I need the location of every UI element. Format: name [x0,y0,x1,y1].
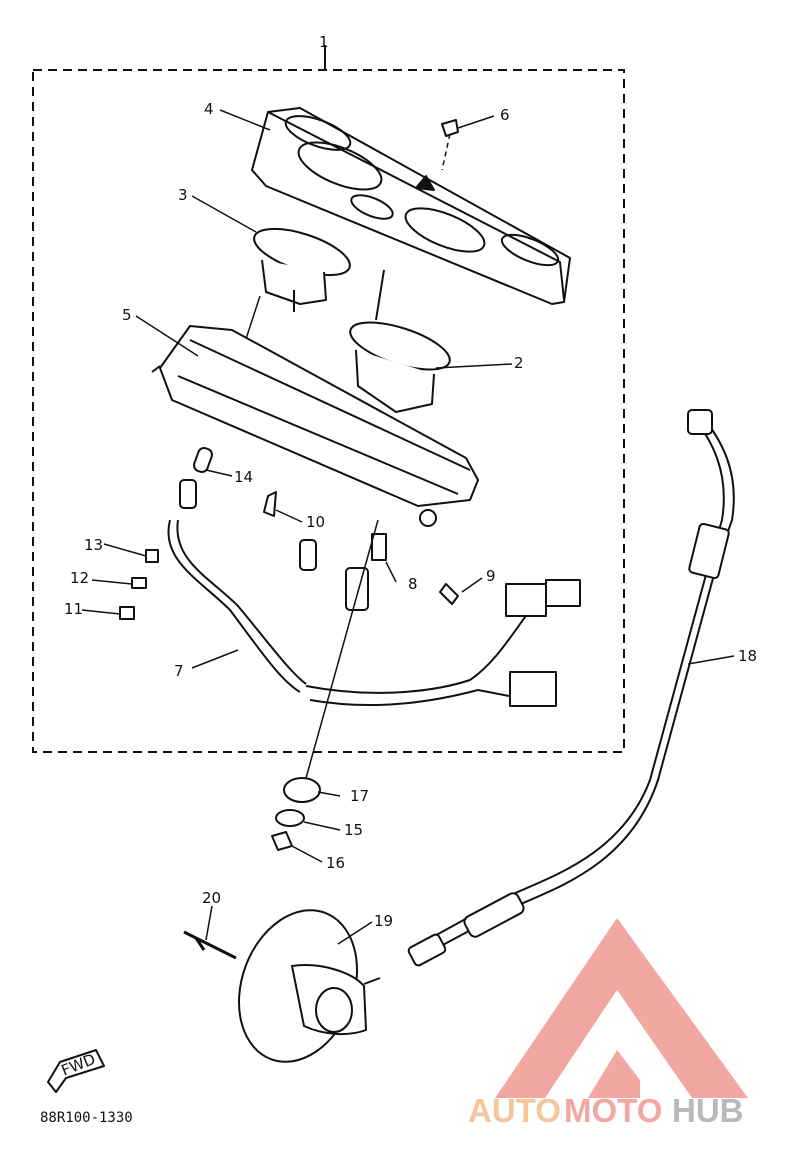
nut-part-11 [119,606,135,620]
svg-text:HUB: HUB [672,1092,744,1129]
damper-part-17 [283,777,321,803]
svg-text:MOTO: MOTO [564,1092,662,1129]
label-part-5: 5 [122,306,132,324]
svg-text:AUTO: AUTO [468,1092,561,1129]
label-part-2: 2 [514,354,524,372]
label-part-20: 20 [202,889,221,907]
assembly-boundary [32,69,625,753]
watermark-text: AUTO MOTO HUB [468,1092,744,1129]
front-arrow [47,1049,105,1093]
label-part-7: 7 [174,662,184,680]
label-part-4: 4 [204,100,214,118]
gear-unit-part [238,909,381,1063]
label-part-10: 10 [306,513,325,531]
screw-part-6 [441,119,459,171]
label-part-12: 12 [70,569,89,587]
label-part-16: 16 [326,854,345,872]
label-part-13: 13 [84,536,103,554]
sleeve-part-8 [371,533,387,561]
drawing-code: 88R100-1330 [40,1110,133,1126]
screw-part-10 [263,491,277,517]
grommet-part-13 [145,549,159,563]
screw-part-9 [439,583,459,605]
label-part-18: 18 [738,647,757,665]
label-part-17: 17 [350,787,369,805]
ref-label-1: 1 [319,33,329,51]
meter-cover-part [251,107,571,305]
speedometer-cable-part [407,409,735,967]
nut-part-16 [271,831,293,851]
label-part-14: 14 [234,468,253,486]
bulb-part-14 [179,447,213,509]
label-part-3: 3 [178,186,188,204]
label-part-19: 19 [374,912,393,930]
meter-unit-part-2 [349,269,451,413]
label-part-6: 6 [500,106,510,124]
wire-harness-part [167,519,581,707]
washer-part-15 [275,809,305,827]
label-part-9: 9 [486,567,496,585]
watermark-logo [495,918,748,1098]
label-part-15: 15 [344,821,363,839]
washer-part-12 [131,577,147,589]
label-part-11: 11 [64,600,83,618]
pin-part [183,930,237,960]
meter-case-part [151,325,479,527]
front-arrow-label: FWD [59,1050,98,1080]
label-part-8: 8 [408,575,418,593]
